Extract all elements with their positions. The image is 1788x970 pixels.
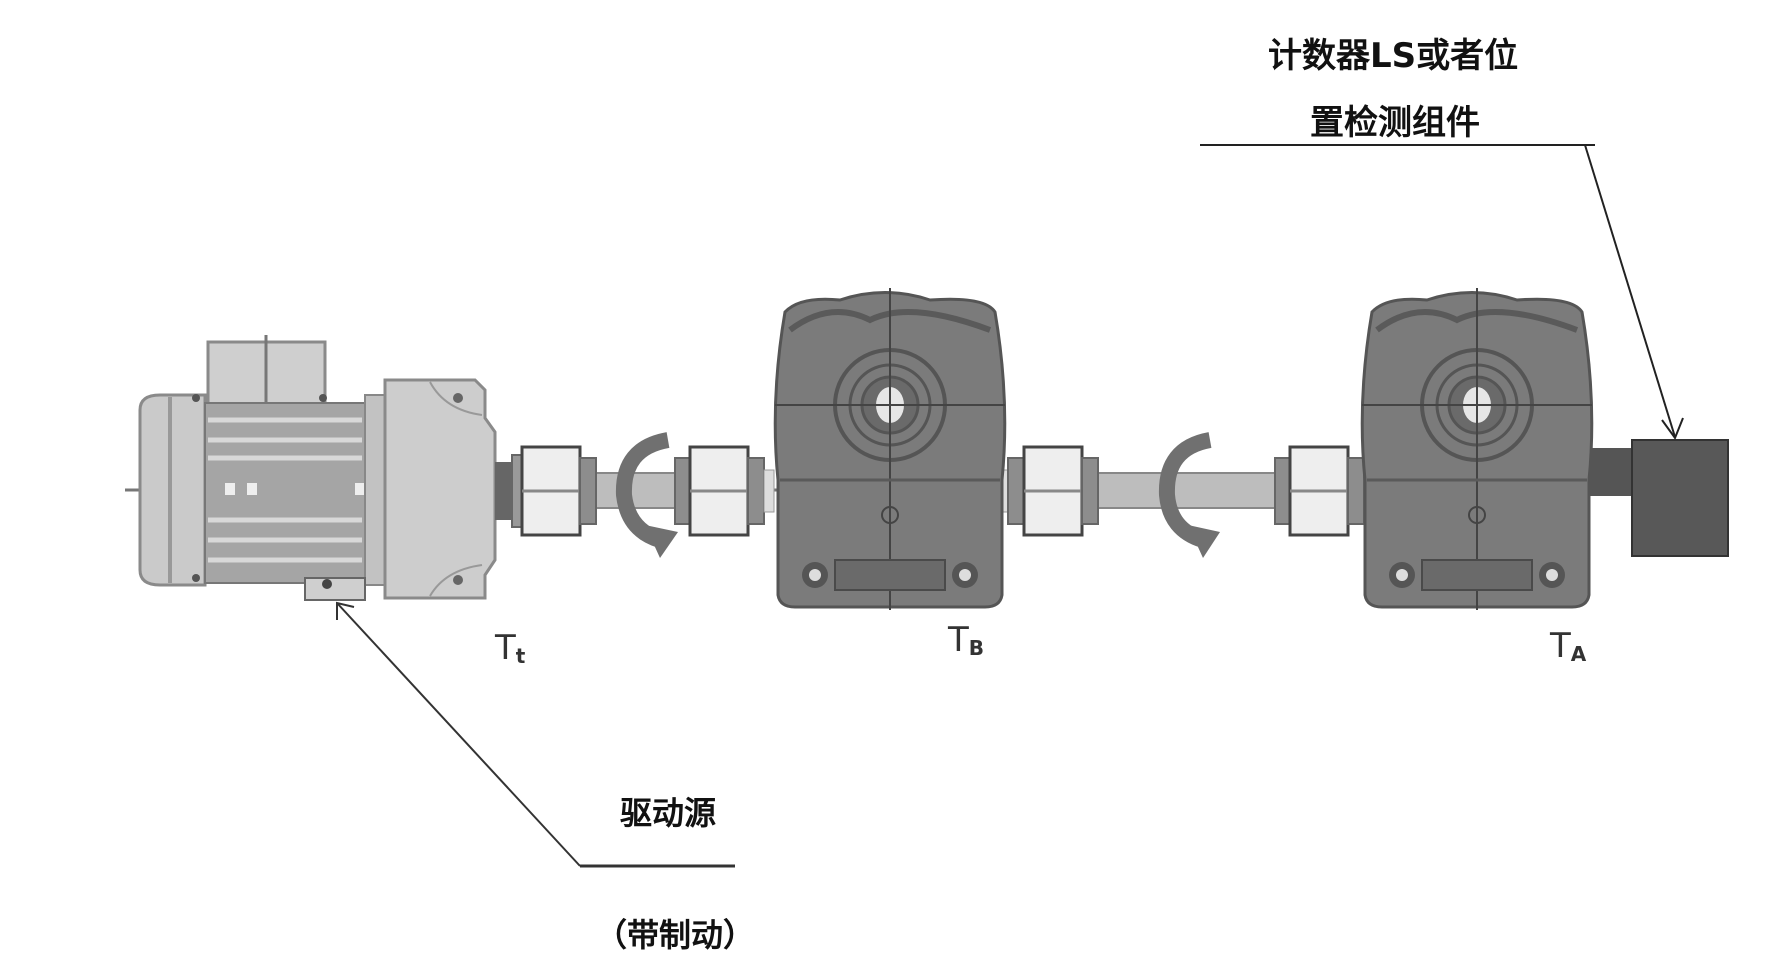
coupling-4 [1274,445,1375,537]
worm-gearbox-b [773,288,1007,610]
shaft-segment-2 [1084,472,1291,509]
counter-position-detector [1590,439,1729,557]
counter-label-line1: 计数器LS或者位 [1268,36,1519,76]
rotation-arrow-1-icon [615,432,678,558]
torque-subscript: A [1570,642,1587,666]
torque-symbol: T [495,628,516,668]
torque-symbol: T [1550,626,1571,666]
drive-source-leader-line [336,601,735,868]
torque-label-tt: Tt [495,628,525,668]
counter-label-line2: 置检测组件 [1310,103,1480,143]
rotation-arrow-2-icon [1158,432,1220,558]
with-brake-label: （带制动） [595,916,756,954]
drive-source-label: 驱动源 [620,794,717,832]
coupling-3 [997,445,1099,537]
counter-leader-line [1200,144,1684,441]
torque-subscript: t [515,644,526,668]
torque-symbol: T [948,620,969,660]
torque-subscript: B [968,636,985,660]
drive-motor [138,335,513,601]
coupling-2 [674,445,775,537]
worm-gearbox-a [1360,288,1594,610]
torque-label-tb: TB [948,620,984,660]
coupling-1 [511,445,597,537]
torque-label-ta: TA [1550,626,1586,666]
